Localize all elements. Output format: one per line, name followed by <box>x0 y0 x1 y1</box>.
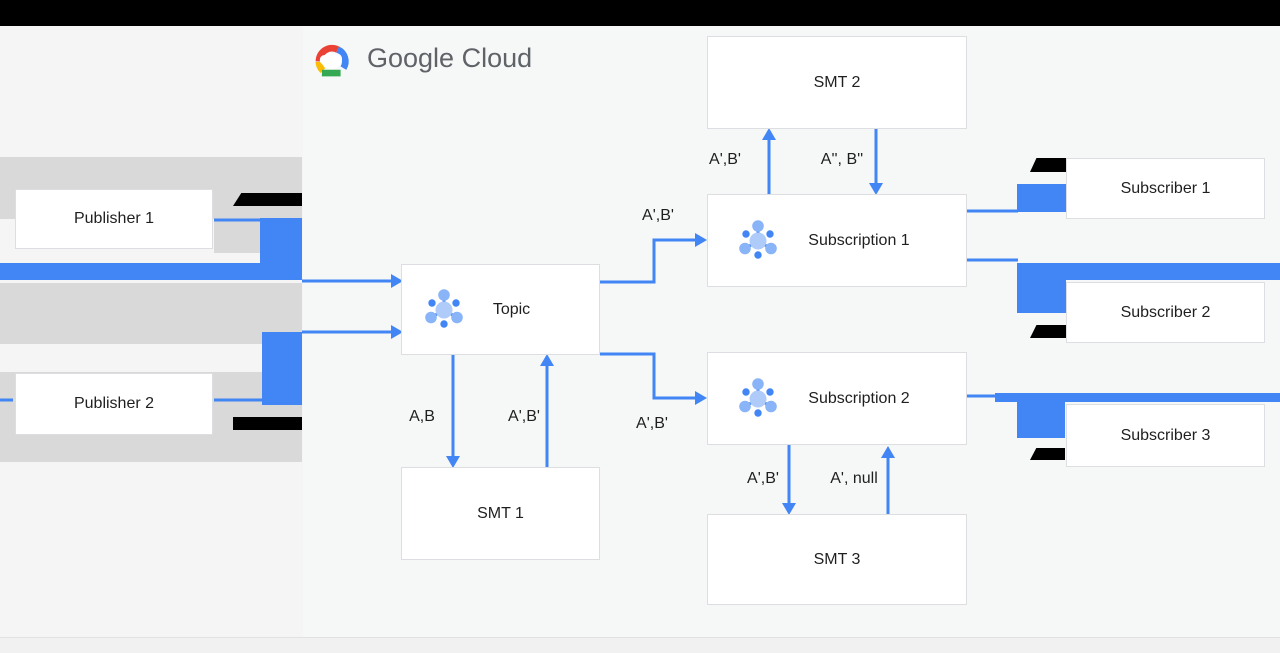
overlay-gray-band-1b <box>214 219 260 253</box>
node-label: Subscriber 3 <box>1120 426 1211 444</box>
google-cloud-logo: Google Cloud <box>308 40 532 77</box>
edge-label-smt2-to-subscription1: A'', B'' <box>820 151 864 168</box>
pubsub-subscription-icon <box>734 217 782 265</box>
google-cloud-logo-text: Google Cloud <box>367 43 533 73</box>
overlay-black-mark-1 <box>233 193 302 206</box>
overlay-blue-block-right-3 <box>1017 402 1065 438</box>
overlay-blue-block-right-1 <box>1017 184 1066 212</box>
edge-label-smt3-to-subscription2: A', null <box>830 470 878 487</box>
overlay-blue-block-right-2 <box>1017 263 1066 313</box>
node-label: Subscriber 2 <box>1120 303 1211 321</box>
overlay-black-mark-3 <box>1030 158 1066 172</box>
node-subscription-1: Subscription 1 <box>707 194 967 287</box>
overlay-gray-band-2 <box>0 283 302 344</box>
node-label: Subscriber 1 <box>1120 179 1211 197</box>
overlay-blue-band-left <box>0 263 260 280</box>
node-smt-2: SMT 2 <box>707 36 967 129</box>
edge-label-topic-to-subscription1: A',B' <box>642 207 674 224</box>
node-label: SMT 3 <box>813 550 861 568</box>
node-subscriber-3: Subscriber 3 <box>1066 404 1265 467</box>
edge-label-topic-to-subscription2: A',B' <box>636 415 668 432</box>
node-label: Subscription 1 <box>808 231 910 249</box>
overlay-blue-band-right-2 <box>995 393 1280 402</box>
edge-label-subscription1-to-smt2: A',B' <box>709 151 741 168</box>
overlay-black-mark-2 <box>233 417 302 430</box>
node-label: SMT 2 <box>813 73 861 91</box>
node-smt-1: SMT 1 <box>401 467 600 560</box>
node-label: SMT 1 <box>477 504 524 522</box>
pubsub-topic-icon <box>420 286 468 334</box>
overlay-black-mark-4 <box>1030 325 1066 338</box>
bottom-band <box>0 637 1280 653</box>
overlay-blue-block-left-1 <box>260 218 302 280</box>
node-subscriber-1: Subscriber 1 <box>1066 158 1265 219</box>
node-subscription-2: Subscription 2 <box>707 352 967 445</box>
node-label: Publisher 2 <box>73 395 155 412</box>
node-label: Subscription 2 <box>808 389 910 407</box>
node-publisher-1: Publisher 1 <box>15 189 213 249</box>
pubsub-subscription-icon <box>734 375 782 423</box>
edge-label-smt1-to-topic: A',B' <box>508 408 540 425</box>
edge-label-subscription2-to-smt3: A',B' <box>747 470 779 487</box>
top-black-bar <box>0 0 1280 26</box>
node-label: Topic <box>492 300 531 318</box>
overlay-black-mark-5 <box>1030 448 1065 460</box>
edge-label-topic-to-smt1: A,B <box>409 408 435 425</box>
node-label: Publisher 1 <box>73 210 155 227</box>
google-cloud-logo-icon <box>308 40 354 77</box>
node-smt-3: SMT 3 <box>707 514 967 605</box>
node-publisher-2: Publisher 2 <box>15 373 213 435</box>
overlay-blue-block-left-2 <box>262 332 302 405</box>
overlay-blue-band-right-1 <box>1017 263 1280 280</box>
node-subscriber-2: Subscriber 2 <box>1066 282 1265 343</box>
node-topic: Topic <box>401 264 600 355</box>
